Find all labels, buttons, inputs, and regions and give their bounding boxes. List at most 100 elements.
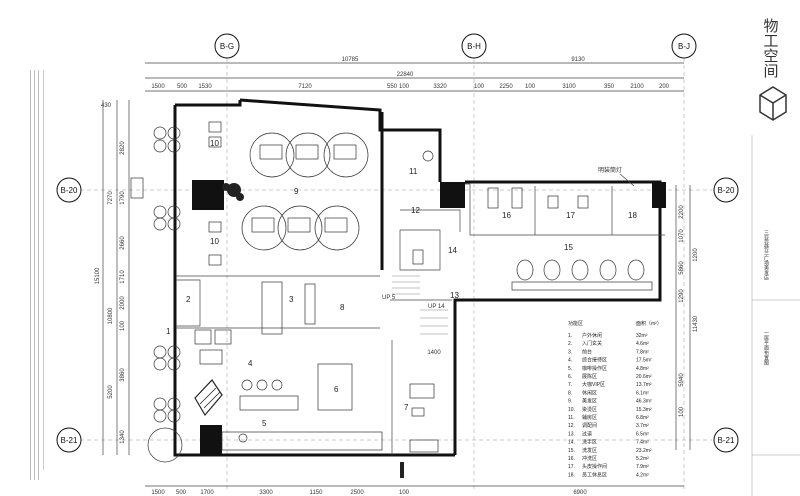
legend-row: 10. 染烫区 15.3m² — [568, 406, 652, 413]
legend-no: 11. — [568, 415, 575, 421]
dim-label: 100 — [474, 84, 485, 90]
room-numbers: 1 2 3 4 5 6 7 8 9 10 10 11 12 13 14 15 1… — [166, 139, 637, 428]
dim-label: 500 — [177, 84, 188, 90]
dim-label: 1700 — [200, 490, 214, 496]
dim-label: 1500 — [151, 84, 165, 90]
legend-name: 过道 — [582, 430, 592, 437]
legend-no: 4. — [568, 358, 572, 364]
legend-no: 2. — [568, 341, 572, 347]
legend-no: 9. — [568, 399, 572, 405]
axis-bubble-label: B-J — [678, 42, 690, 51]
dim-label: 2250 — [499, 84, 513, 90]
left-dimensions: 430 2820 1790 2660 1710 2000 100 3860 52… — [95, 100, 130, 455]
legend-name: 咖啡操作区 — [582, 365, 607, 372]
legend-row: 14. 洗手区 7.4m² — [568, 439, 649, 446]
dim-label: 100 — [679, 406, 685, 417]
legend-area: 23.2m² — [636, 448, 652, 454]
legend-name: 洗发区 — [582, 447, 597, 454]
legend-no: 14. — [568, 440, 575, 446]
room-number: 4 — [248, 359, 253, 368]
legend-no: 1. — [568, 333, 572, 339]
axis-bubble-label: B-H — [467, 42, 481, 51]
dim-label: 11430 — [693, 315, 699, 332]
room-number: 17 — [566, 211, 575, 220]
stair-up-label: UP 5 — [382, 295, 396, 301]
drawing-name: 一层平面布置图 — [763, 330, 769, 366]
axis-bubble-b20-right: B-20 — [713, 177, 739, 203]
legend-no: 6. — [568, 374, 572, 380]
legend-area: 4.2m² — [636, 472, 649, 478]
legend-row: 3. 前台 7.8m² — [568, 348, 649, 355]
legend-row: 1. 户外休闲 32m² — [568, 332, 648, 339]
dim-label: 10800 — [108, 307, 114, 324]
dim-label: 350 — [604, 84, 615, 90]
room-number: 3 — [289, 295, 294, 304]
axis-bubble-label: B-21 — [61, 436, 78, 445]
legend-no: 3. — [568, 349, 572, 355]
axis-bubble-b21-right: B-21 — [713, 427, 739, 453]
legend-area: 15.3m² — [636, 407, 652, 413]
project-name: 三亚亚特兰广场美发店 — [763, 230, 769, 281]
room-number: 10 — [210, 237, 219, 246]
legend-header-name: 功能区 — [568, 320, 583, 327]
legend-no: 18. — [568, 472, 575, 478]
legend-no: 17. — [568, 464, 575, 470]
lighting-label: 明装筒灯 — [598, 166, 622, 174]
legend-area: 32m² — [636, 333, 648, 339]
left-notes — [30, 70, 44, 480]
legend-area: 7.9m² — [636, 464, 649, 470]
axis-bubble-b21-left: B-21 — [56, 427, 82, 453]
legend-name: 员工休息区 — [582, 471, 607, 478]
dim-label: 1790 — [120, 191, 126, 205]
stairs — [392, 275, 448, 335]
legend-no: 8. — [568, 390, 572, 396]
room-number: 2 — [186, 295, 191, 304]
legend-area: 7.4m² — [636, 440, 649, 446]
dim-label: 5200 — [108, 385, 114, 399]
dim-label: 1340 — [120, 430, 126, 444]
dim-label: 100 — [399, 84, 410, 90]
right-dimensions: 2200 1070 5860 1290 11430 5940 100 1200 — [675, 185, 699, 450]
legend-name: 头皮操作间 — [582, 463, 607, 470]
dim-label: 2820 — [120, 141, 126, 155]
dim-label: 100 — [399, 490, 410, 496]
legend-name: 冲洗区 — [582, 455, 597, 462]
dim-label: 3100 — [562, 84, 576, 90]
legend-row: 15. 洗发区 23.2m² — [568, 447, 652, 454]
legend-name: 前台 — [582, 348, 592, 355]
axis-lines — [80, 58, 712, 490]
legend-name: 洗手区 — [582, 439, 597, 446]
legend-area: 20.6m² — [636, 374, 652, 380]
dim-label: 2660 — [120, 236, 126, 250]
room-number: 16 — [502, 211, 511, 220]
dim-label: 430 — [101, 103, 112, 109]
legend-name: 辅房区 — [582, 414, 597, 421]
legend-name: 休闲区 — [582, 389, 597, 396]
top-dimensions: 10785 9130 22840 1500 500 1530 7120 550 … — [145, 57, 684, 92]
legend-no: 15. — [568, 448, 575, 454]
room-number: 12 — [411, 206, 420, 215]
room-number: 6 — [334, 385, 339, 394]
legend-name: 美发区 — [582, 398, 597, 405]
room-number: 18 — [628, 211, 637, 220]
legend-name: 染烫区 — [582, 406, 597, 413]
legend-area: 7.8m² — [636, 349, 649, 355]
room-number: 8 — [340, 303, 345, 312]
legend-area: 13.7m² — [636, 382, 652, 388]
legend-name: 户外休闲 — [582, 332, 602, 339]
legend-no: 10. — [568, 407, 575, 413]
axis-bubble-b20-left: B-20 — [56, 177, 82, 203]
legend-area: 3.7m² — [636, 423, 649, 429]
cube-logo-icon — [759, 86, 787, 121]
room-number: 9 — [294, 187, 299, 196]
room-number: 11 — [409, 167, 418, 176]
axis-bubble-bj: B-J — [671, 33, 697, 59]
